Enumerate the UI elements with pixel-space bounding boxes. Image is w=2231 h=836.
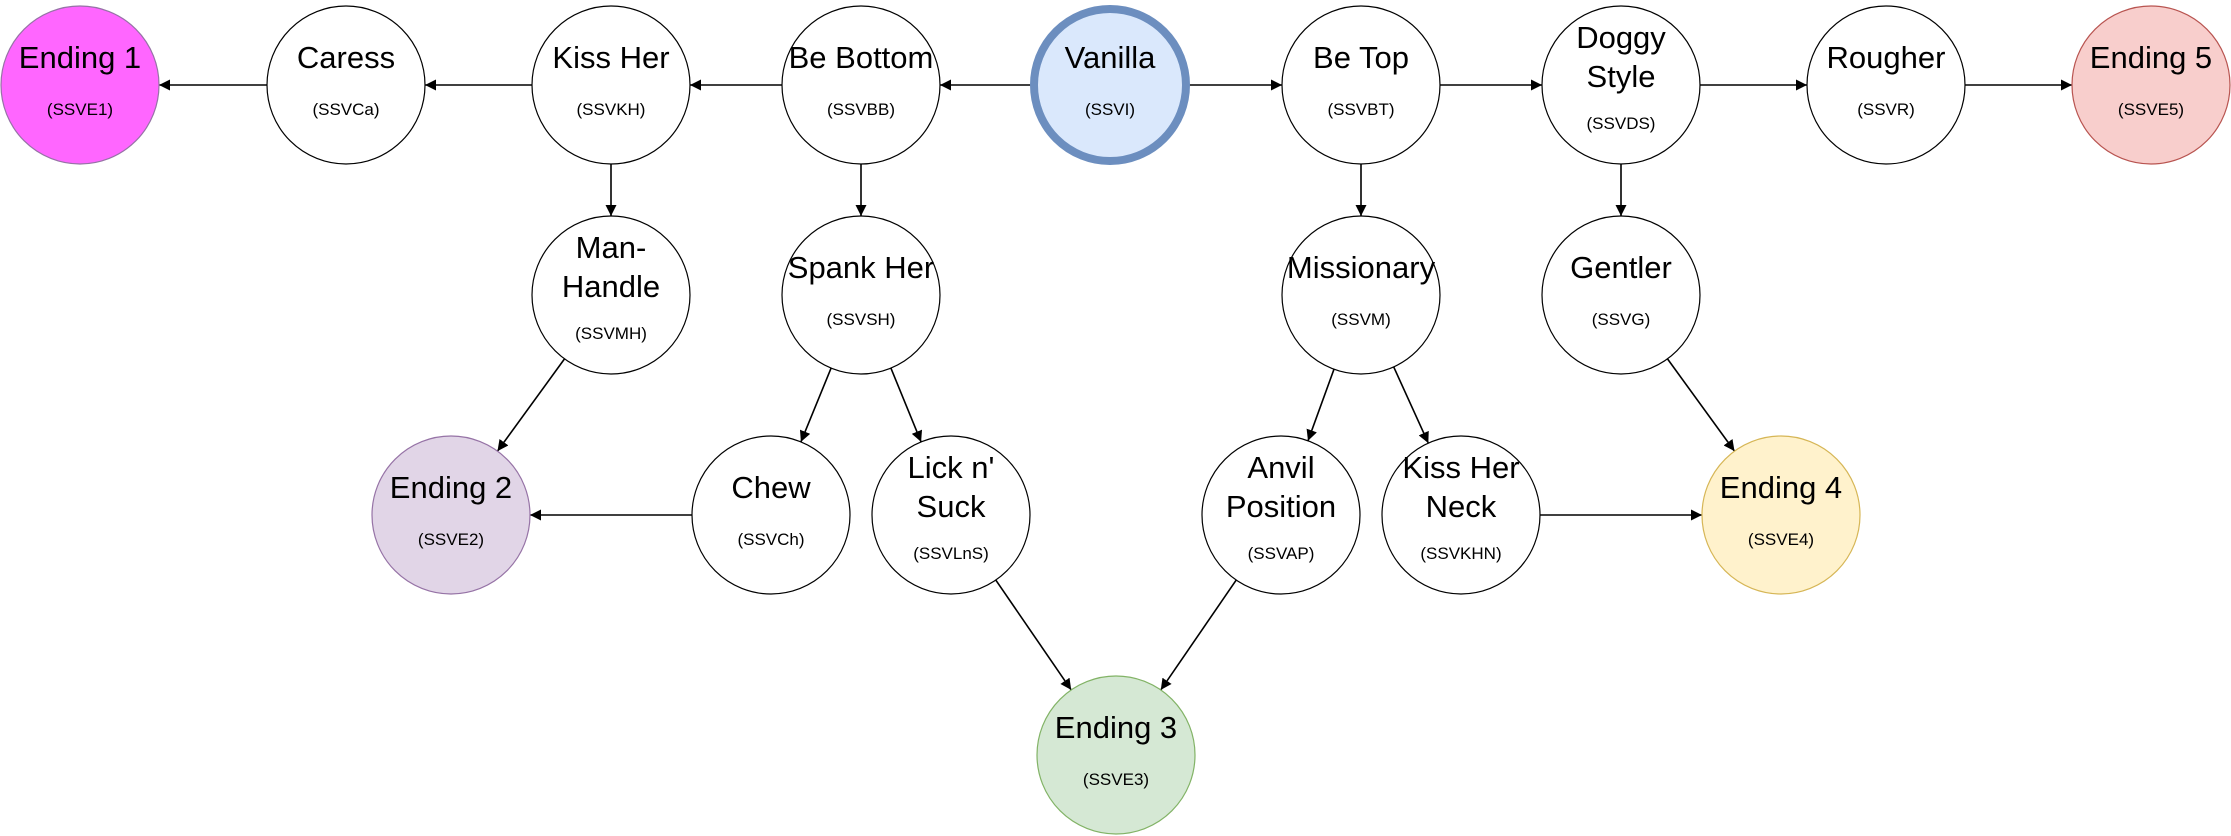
node-ssvca: Caress (SSVCa)	[266, 5, 426, 165]
arrow-ssvlns-to-ssve3	[995, 579, 1072, 691]
node-ssvch: Chew (SSVCh)	[691, 435, 851, 595]
node-ssve4: Ending 4 (SSVE4)	[1701, 435, 1861, 595]
node-code: (SSVKHN)	[1420, 544, 1501, 563]
node-ssvm: Missionary (SSVM)	[1281, 215, 1441, 375]
node-title: Ending 3	[1055, 710, 1177, 745]
node-title: Caress	[297, 40, 395, 75]
node-title: Be Top	[1313, 40, 1409, 75]
node-ssvkh: Kiss Her (SSVKH)	[531, 5, 691, 165]
node-code: (SSVAP)	[1248, 544, 1315, 563]
node-code: (SSVM)	[1331, 310, 1391, 329]
node-circle	[781, 5, 941, 165]
node-ssvi: Vanilla (SSVI)	[1030, 5, 1190, 165]
node-circle	[871, 435, 1031, 595]
node-code: (SSVBT)	[1327, 100, 1394, 119]
node-circle	[0, 5, 160, 165]
node-circle	[531, 5, 691, 165]
node-title: Suck	[917, 489, 986, 524]
node-circle	[1201, 435, 1361, 595]
node-ssve2: Ending 2 (SSVE2)	[371, 435, 531, 595]
node-ssvbt: Be Top (SSVBT)	[1281, 5, 1441, 165]
node-circle	[1381, 435, 1541, 595]
node-circle	[266, 5, 426, 165]
node-code: (SSVMH)	[575, 324, 647, 343]
arrow-ssvap-to-ssve3	[1160, 579, 1237, 691]
node-code: (SSVE5)	[2118, 100, 2184, 119]
nodes-layer: Vanilla (SSVI) Be Bottom (SSVBB) Kiss Her (SS…	[0, 5, 2231, 835]
edges-layer	[159, 79, 2072, 691]
node-title: Neck	[1426, 489, 1497, 524]
node-code: (SSVE1)	[47, 100, 113, 119]
node-circle	[371, 435, 531, 595]
node-title: Rougher	[1827, 40, 1946, 75]
node-title: Chew	[731, 470, 811, 505]
node-title: Be Bottom	[789, 40, 934, 75]
node-title: Ending 2	[390, 470, 512, 505]
node-circle	[2071, 5, 2231, 165]
node-title: Kiss Her	[552, 40, 669, 75]
node-title: Spank Her	[788, 250, 934, 285]
node-title: Style	[1587, 59, 1656, 94]
node-circle	[1541, 5, 1701, 165]
arrow-ssvg-to-ssve4	[1666, 358, 1736, 452]
node-title: Kiss Her	[1402, 450, 1519, 485]
node-title: Ending 1	[19, 40, 141, 75]
node-code: (SSVSH)	[827, 310, 896, 329]
node-code: (SSVBB)	[827, 100, 895, 119]
node-code: (SSVE2)	[418, 530, 484, 549]
arrow-ssvm-to-ssvap	[1306, 368, 1335, 442]
node-circle	[1281, 5, 1441, 165]
node-ssve1: Ending 1 (SSVE1)	[0, 5, 160, 165]
node-title: Gentler	[1570, 250, 1672, 285]
node-circle	[1541, 215, 1701, 375]
arrow-ssvm-to-ssvkhn	[1392, 366, 1430, 444]
node-ssvlns: Lick n' Suck (SSVLnS)	[871, 435, 1031, 595]
node-code: (SSVE3)	[1083, 770, 1149, 789]
node-code: (SSVKH)	[577, 100, 646, 119]
node-title: Vanilla	[1065, 40, 1157, 75]
node-code: (SSVCh)	[737, 530, 804, 549]
node-title: Position	[1226, 489, 1336, 524]
node-ssvbb: Be Bottom (SSVBB)	[781, 5, 941, 165]
node-code: (SSVCa)	[312, 100, 379, 119]
node-ssvmh: Man- Handle (SSVMH)	[531, 215, 691, 375]
node-title: Ending 4	[1720, 470, 1842, 505]
node-circle	[1036, 675, 1196, 835]
node-code: (SSVE4)	[1748, 530, 1814, 549]
node-ssvg: Gentler (SSVG)	[1541, 215, 1701, 375]
node-circle	[1701, 435, 1861, 595]
node-title: Lick n'	[908, 450, 995, 485]
node-circle	[781, 215, 941, 375]
node-circle	[1030, 5, 1190, 165]
node-code: (SSVG)	[1592, 310, 1651, 329]
node-code: (SSVR)	[1857, 100, 1915, 119]
node-title: Missionary	[1287, 250, 1436, 285]
arrow-ssvmh-to-ssve2	[496, 358, 566, 452]
node-circle	[1281, 215, 1441, 375]
node-title: Handle	[562, 269, 660, 304]
node-title: Ending 5	[2090, 40, 2212, 75]
node-circle	[531, 215, 691, 375]
node-ssve3: Ending 3 (SSVE3)	[1036, 675, 1196, 835]
node-circle	[691, 435, 851, 595]
node-title: Doggy	[1576, 20, 1666, 55]
node-circle	[1806, 5, 1966, 165]
node-title: Man-	[576, 230, 647, 265]
node-code: (SSVDS)	[1587, 114, 1656, 133]
node-code: (SSVLnS)	[913, 544, 989, 563]
arrow-ssvsh-to-ssvlns	[890, 367, 923, 443]
node-ssvsh: Spank Her (SSVSH)	[781, 215, 941, 375]
arrow-ssvsh-to-ssvch	[799, 367, 832, 443]
node-ssve5: Ending 5 (SSVE5)	[2071, 5, 2231, 165]
node-title: Anvil	[1247, 450, 1314, 485]
node-code: (SSVI)	[1085, 100, 1135, 119]
node-ssvr: Rougher (SSVR)	[1806, 5, 1966, 165]
